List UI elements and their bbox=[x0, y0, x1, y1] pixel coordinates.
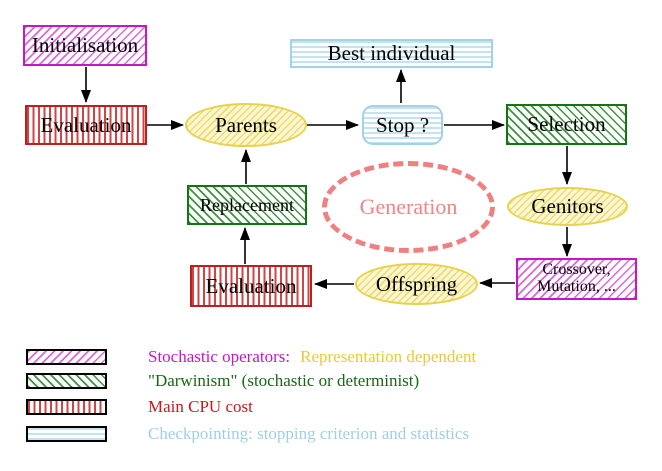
node-best-individual-label: Best individual bbox=[327, 41, 456, 66]
legend-row-darwinism: "Darwinism" (stochastic or determinist) bbox=[26, 371, 419, 391]
legend-row-cpu: Main CPU cost bbox=[26, 397, 253, 417]
legend-swatch-checkpointing bbox=[26, 426, 107, 442]
node-crossover-label-line1: Crossover, bbox=[542, 261, 611, 279]
node-generation-label: Generation bbox=[359, 194, 458, 219]
legend-row-checkpointing: Checkpointing: stopping criterion and st… bbox=[26, 424, 469, 444]
node-genitors: Genitors bbox=[507, 187, 628, 226]
node-selection: Selection bbox=[506, 104, 627, 145]
legend-cpu-text: Main CPU cost bbox=[148, 397, 253, 416]
legend-swatch-cpu bbox=[26, 399, 107, 415]
node-initialisation: Initialisation bbox=[23, 25, 147, 66]
legend-checkpointing-text: Checkpointing: stopping criterion and st… bbox=[148, 424, 470, 443]
node-offspring: Offspring bbox=[355, 263, 478, 305]
node-evaluation-bottom-label: Evaluation bbox=[205, 273, 297, 298]
legend-swatch-stochastic bbox=[26, 349, 107, 365]
legend-stochastic-text: Stochastic operators: bbox=[148, 347, 291, 366]
legend-stochastic-extra-text: Representation dependent bbox=[300, 347, 477, 366]
node-generation: Generation bbox=[322, 161, 495, 253]
node-parents: Parents bbox=[185, 103, 307, 147]
node-evaluation-bottom: Evaluation bbox=[190, 265, 312, 307]
node-evaluation-top-label: Evaluation bbox=[40, 112, 132, 137]
node-offspring-label: Offspring bbox=[375, 271, 458, 296]
node-best-individual: Best individual bbox=[290, 39, 493, 68]
node-stop: Stop ? bbox=[362, 105, 443, 145]
legend-row-stochastic: Stochastic operators: Representation depe… bbox=[26, 347, 476, 367]
node-replacement: Replacement bbox=[187, 185, 307, 225]
node-crossover-label-line2: Mutation, ... bbox=[537, 278, 616, 295]
node-stop-label: Stop ? bbox=[375, 112, 430, 137]
node-crossover-mutation: Crossover, Mutation, ... bbox=[516, 258, 637, 300]
node-replacement-label: Replacement bbox=[200, 194, 294, 215]
legend-darwinism-text: "Darwinism" (stochastic or determinist) bbox=[148, 371, 420, 390]
node-parents-label: Parents bbox=[215, 112, 277, 137]
node-selection-label: Selection bbox=[527, 112, 606, 137]
node-genitors-label: Genitors bbox=[531, 194, 604, 219]
node-evaluation-top: Evaluation bbox=[25, 105, 147, 145]
legend-swatch-darwinism bbox=[26, 373, 107, 389]
node-initialisation-label: Initialisation bbox=[31, 33, 139, 58]
legend-label-stochastic: Stochastic operators: Representation depe… bbox=[148, 347, 476, 367]
